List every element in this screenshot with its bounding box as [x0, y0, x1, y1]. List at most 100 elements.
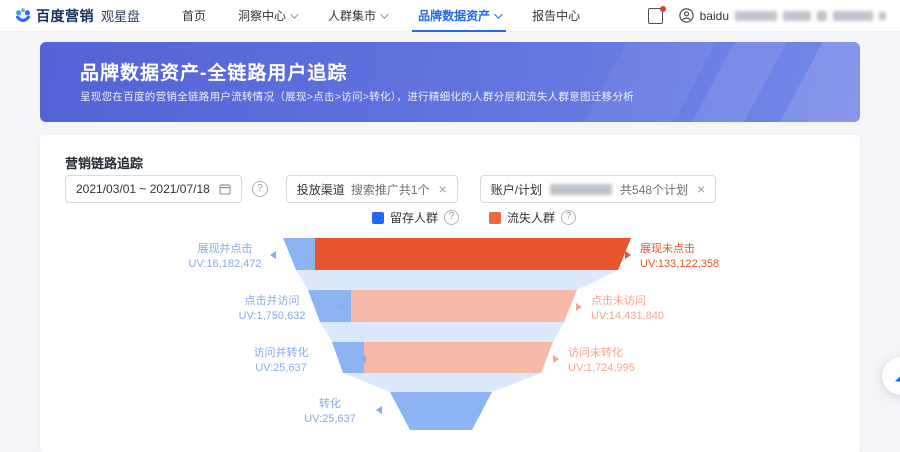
funnel-panel: 营销链路追踪 2021/03/01 ~ 2021/07/18 ? 投放渠道 搜索… — [40, 135, 860, 452]
user-icon — [678, 8, 694, 23]
stage3-retained-label: 访问并转化 UV:25,637 — [226, 346, 336, 376]
account-filter-count: 共548个计划 — [620, 182, 689, 197]
help-icon[interactable]: ? — [444, 210, 459, 225]
redacted-account-text — [783, 10, 811, 21]
chevron-down-icon — [290, 9, 299, 19]
left-arrow-icon — [338, 303, 344, 311]
right-arrow-icon — [576, 303, 582, 311]
redacted-account-value — [550, 183, 613, 195]
pen-icon — [895, 376, 900, 382]
legend-retained-label: 留存人群 — [389, 211, 438, 225]
redacted-account-text — [735, 10, 777, 21]
left-arrow-icon — [270, 251, 276, 259]
redacted-account-text — [817, 10, 827, 21]
baidu-marketing-logo-icon — [16, 7, 30, 22]
brand-logo[interactable]: 百度营销 观星盘 — [14, 6, 140, 26]
stage2-retained-label: 点击并访问 UV:1,750,632 — [217, 294, 327, 324]
redacted-account-text — [833, 10, 873, 21]
chart-legend: 留存人群 ? 流失人群 ? — [40, 209, 860, 226]
connector-1 — [296, 270, 618, 290]
brand-name: 百度营销 — [36, 7, 94, 24]
nav-item-report-center[interactable]: 报告中心 — [526, 0, 586, 32]
date-range-picker[interactable]: 2021/03/01 ~ 2021/07/18 — [65, 175, 242, 203]
stage3-retained-shape[interactable] — [332, 342, 364, 373]
chevron-down-icon — [380, 9, 389, 19]
left-arrow-icon — [360, 355, 366, 363]
nav-item-label: 品牌数据资产 — [418, 9, 491, 23]
connector-2 — [320, 322, 564, 342]
stage-uv: UV:25,637 — [304, 413, 356, 425]
stage-label: 点击并访问 — [244, 295, 300, 307]
channel-filter-value: 搜索推广共1个 — [350, 182, 430, 197]
nav-item-label: 报告中心 — [532, 9, 581, 23]
funnel-shapes — [283, 238, 631, 430]
close-icon[interactable]: × — [438, 181, 447, 197]
channel-filter-label: 投放渠道 — [296, 182, 345, 197]
stage-uv: UV:133,122,358 — [640, 258, 720, 270]
lost-swatch — [489, 211, 501, 224]
customer-service-float-button[interactable] — [882, 357, 900, 395]
redacted-account-text — [879, 11, 886, 20]
nav-item-label: 洞察中心 — [238, 9, 287, 23]
main-menu: 首页 洞察中心 人群集市 品牌数据资产 报告中心 — [166, 0, 596, 32]
chevron-down-icon — [494, 9, 503, 19]
navbar-right: baidu — [647, 5, 886, 24]
stage-uv: UV:1,724,995 — [568, 362, 635, 374]
account-filter-label: 账户/计划 — [490, 182, 543, 197]
stage4-retained-shape[interactable] — [390, 392, 492, 430]
account-menu[interactable]: baidu — [678, 8, 886, 23]
right-arrow-icon — [553, 355, 559, 363]
left-arrow-icon — [376, 406, 382, 414]
date-range-value: 2021/03/01 ~ 2021/07/18 — [76, 182, 210, 196]
stage-label: 展现并点击 — [197, 243, 253, 255]
stage1-lost-label: 展现未点击 UV:133,122,358 — [640, 242, 719, 272]
nav-item-audience-market[interactable]: 人群集市 — [322, 0, 392, 32]
page-banner: 品牌数据资产-全链路用户追踪 呈现您在百度的营销全链路用户流转情况（展现>点击>… — [40, 42, 860, 122]
stage-uv: UV:25,637 — [255, 362, 307, 374]
nav-item-brand-data-assets[interactable]: 品牌数据资产 — [412, 0, 507, 32]
page-subtitle: 呈现您在百度的营销全链路用户流转情况（展现>点击>访问>转化），进行精细化的人群… — [80, 91, 635, 103]
nav-item-label: 人群集市 — [328, 9, 377, 23]
stage2-lost-shape[interactable] — [351, 290, 577, 322]
stage-label: 访问并转化 — [253, 347, 309, 359]
account-plan-filter-tag[interactable]: 账户/计划 共548个计划 × — [479, 175, 717, 203]
stage2-lost-label: 点击未访问 UV:14,431,840 — [591, 294, 664, 324]
help-icon[interactable]: ? — [251, 181, 268, 197]
stage1-lost-shape[interactable] — [315, 238, 631, 270]
help-icon[interactable]: ? — [561, 210, 577, 225]
retained-swatch — [371, 211, 384, 224]
page-title: 品牌数据资产-全链路用户追踪 — [80, 63, 348, 84]
top-navbar: 百度营销 观星盘 首页 洞察中心 人群集市 品牌数据资产 报告中心 — [0, 0, 900, 32]
stage-label: 展现未点击 — [640, 243, 695, 255]
stage-label: 转化 — [319, 398, 341, 410]
stage-label: 访问未转化 — [568, 347, 623, 359]
right-arrow-icon — [625, 251, 631, 259]
stage-uv: UV:1,750,632 — [238, 310, 306, 322]
channel-filter-tag[interactable]: 投放渠道 搜索推广共1个 × — [285, 175, 458, 203]
brand-product-name: 观星盘 — [101, 9, 141, 24]
legend-retained: 留存人群 ? — [371, 209, 459, 226]
notification-badge — [659, 5, 666, 12]
stage3-lost-shape[interactable] — [364, 342, 553, 373]
funnel-chart: 展现并点击 UV:16,182,472 点击并访问 UV:1,750,632 访… — [40, 230, 860, 452]
nav-item-insight-center[interactable]: 洞察中心 — [232, 0, 302, 32]
calendar-icon — [219, 183, 231, 195]
stage-label: 点击未访问 — [591, 295, 646, 307]
legend-lost-label: 流失人群 — [507, 211, 556, 225]
stage1-retained-label: 展现并点击 UV:16,182,472 — [170, 242, 280, 272]
account-name: baidu — [699, 8, 729, 23]
connector-3 — [343, 373, 541, 392]
close-icon[interactable]: × — [697, 181, 706, 197]
section-title: 营销链路追踪 — [65, 156, 144, 171]
stage-uv: UV:14,431,840 — [591, 310, 664, 322]
notification-icon[interactable] — [647, 5, 666, 24]
nav-item-home[interactable]: 首页 — [176, 0, 212, 32]
legend-lost: 流失人群 ? — [489, 209, 577, 226]
stage3-lost-label: 访问未转化 UV:1,724,995 — [568, 346, 635, 376]
filter-bar: 2021/03/01 ~ 2021/07/18 ? 投放渠道 搜索推广共1个 ×… — [65, 175, 717, 203]
stage2-retained-shape[interactable] — [308, 290, 351, 322]
nav-item-label: 首页 — [182, 9, 207, 23]
stage1-retained-shape[interactable] — [283, 238, 315, 270]
stage4-retained-label: 转化 UV:25,637 — [275, 397, 385, 427]
stage-uv: UV:16,182,472 — [188, 258, 262, 270]
